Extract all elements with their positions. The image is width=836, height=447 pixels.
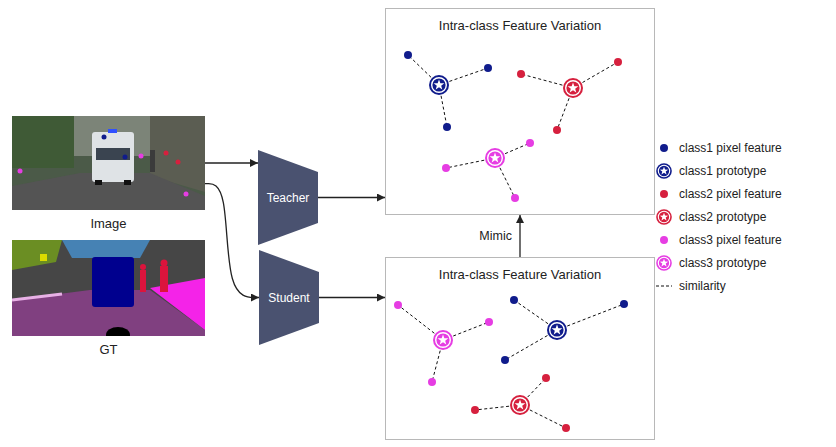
feature-panel: Intra-class Feature Variation xyxy=(385,257,655,440)
arrow-connector xyxy=(318,197,385,198)
segmentation-map xyxy=(12,240,205,336)
legend-line-symbol xyxy=(655,277,673,295)
legend-row: class3 prototype xyxy=(655,251,782,274)
feature-cluster xyxy=(471,374,570,432)
legend-text: similarity xyxy=(679,279,726,293)
edge-label: Mimic xyxy=(477,229,514,243)
student-network: Student xyxy=(259,250,319,345)
legend-prototype-symbol xyxy=(655,208,673,226)
network-label: Teacher xyxy=(267,191,310,205)
legend-sample xyxy=(655,162,673,180)
ground-truth-panel: GT xyxy=(12,240,205,336)
legend-sample xyxy=(655,254,673,272)
network-label: Student xyxy=(268,291,309,305)
legend-text: class3 prototype xyxy=(679,256,766,270)
legend-row: class1 pixel feature xyxy=(655,136,782,159)
legend-swatch xyxy=(660,144,668,152)
arrow-connector xyxy=(519,215,520,257)
arrow-connector xyxy=(319,297,385,298)
legend-row: class3 pixel feature xyxy=(655,228,782,251)
legend-prototype-symbol xyxy=(655,162,673,180)
panel-caption: Image xyxy=(12,216,205,231)
legend-swatch xyxy=(660,236,668,244)
feature-cluster xyxy=(442,139,534,202)
legend-swatch xyxy=(660,190,668,198)
image-panel: Image xyxy=(12,116,205,210)
legend-text: class1 pixel feature xyxy=(679,141,782,155)
legend-sample xyxy=(655,277,673,295)
legend-text: class1 prototype xyxy=(679,164,766,178)
panel-title: Intra-class Feature Variation xyxy=(386,267,654,282)
legend-text: class3 pixel feature xyxy=(679,233,782,247)
teacher-network: Teacher xyxy=(258,150,318,245)
legend-row: class1 prototype xyxy=(655,159,782,182)
arrow-connector xyxy=(205,162,258,163)
legend-row: class2 pixel feature xyxy=(655,182,782,205)
feature-cluster xyxy=(404,51,492,131)
legend-prototype-symbol xyxy=(655,254,673,272)
legend-row: class2 prototype xyxy=(655,205,782,228)
legend-row: similarity xyxy=(655,274,782,297)
legend-text: class2 pixel feature xyxy=(679,187,782,201)
feature-panel: Intra-class Feature Variation xyxy=(385,8,655,215)
feature-cluster xyxy=(394,301,493,386)
feature-cluster xyxy=(517,58,622,134)
legend-sample xyxy=(655,185,673,203)
legend-sample xyxy=(655,231,673,249)
street-photo xyxy=(12,116,205,210)
legend: class1 pixel feature class1 prototype clas… xyxy=(655,136,782,297)
legend-sample xyxy=(655,139,673,157)
arrow-connector xyxy=(205,184,259,298)
feature-cluster xyxy=(501,296,628,364)
panel-title: Intra-class Feature Variation xyxy=(386,18,654,33)
legend-sample xyxy=(655,208,673,226)
legend-text: class2 prototype xyxy=(679,210,766,224)
panel-caption: GT xyxy=(12,342,205,357)
